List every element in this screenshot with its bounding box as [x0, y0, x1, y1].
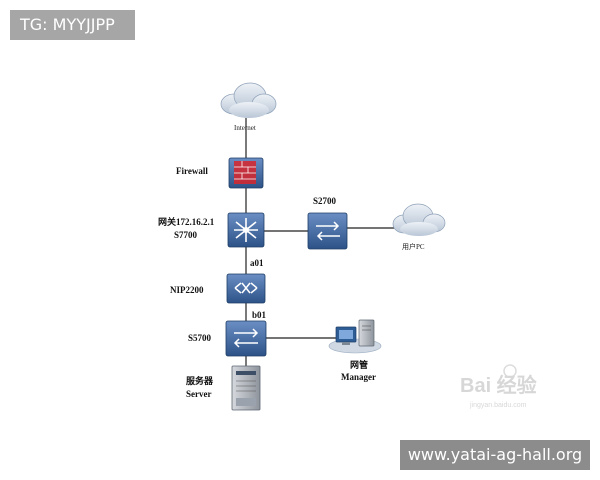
- user-pc-label: 用户PC: [402, 242, 425, 251]
- tag-badge: TG: MYYJJPP: [10, 10, 135, 40]
- manager-workstation-icon: [328, 319, 382, 354]
- netmgmt-label: 网管: [350, 359, 368, 370]
- links: [245, 118, 395, 366]
- nip2200-label: NIP2200: [170, 285, 204, 295]
- user-pc-cloud-icon: [392, 203, 446, 236]
- manager-label: Manager: [341, 372, 376, 382]
- server-cn-label: 服务器: [186, 375, 214, 386]
- b01-label: b01: [252, 310, 267, 320]
- s7700-label: S7700: [174, 230, 198, 240]
- server-label: Server: [186, 389, 211, 399]
- internet-label: Internet: [234, 124, 256, 132]
- site-url-badge: www.yatai-ag-hall.org: [400, 440, 590, 470]
- s2700-label: S2700: [313, 196, 337, 206]
- watermark-sub: jingyan.baidu.com: [469, 402, 527, 409]
- s5700-switch-icon: [225, 320, 267, 357]
- internet-cloud-icon: [220, 82, 277, 118]
- firewall-label: Firewall: [176, 166, 208, 176]
- a01-label: a01: [250, 258, 264, 268]
- s5700-label: S5700: [188, 333, 212, 343]
- server-icon: [231, 365, 261, 411]
- nip2200-icon: [226, 273, 266, 304]
- s7700-switch-icon: [227, 212, 265, 248]
- firewall-icon: [228, 157, 264, 189]
- tag-text: TG: MYYJJPP: [20, 15, 115, 34]
- gateway-label: 网关172.16.2.1: [158, 216, 215, 227]
- s2700-switch-icon: [307, 212, 348, 250]
- watermark-main: Bai 经验: [460, 373, 537, 397]
- site-url-text: www.yatai-ag-hall.org: [407, 445, 583, 464]
- paw-icon: [503, 364, 517, 378]
- baidu-watermark: Bai 经验 jingyan.baidu.com: [460, 364, 537, 409]
